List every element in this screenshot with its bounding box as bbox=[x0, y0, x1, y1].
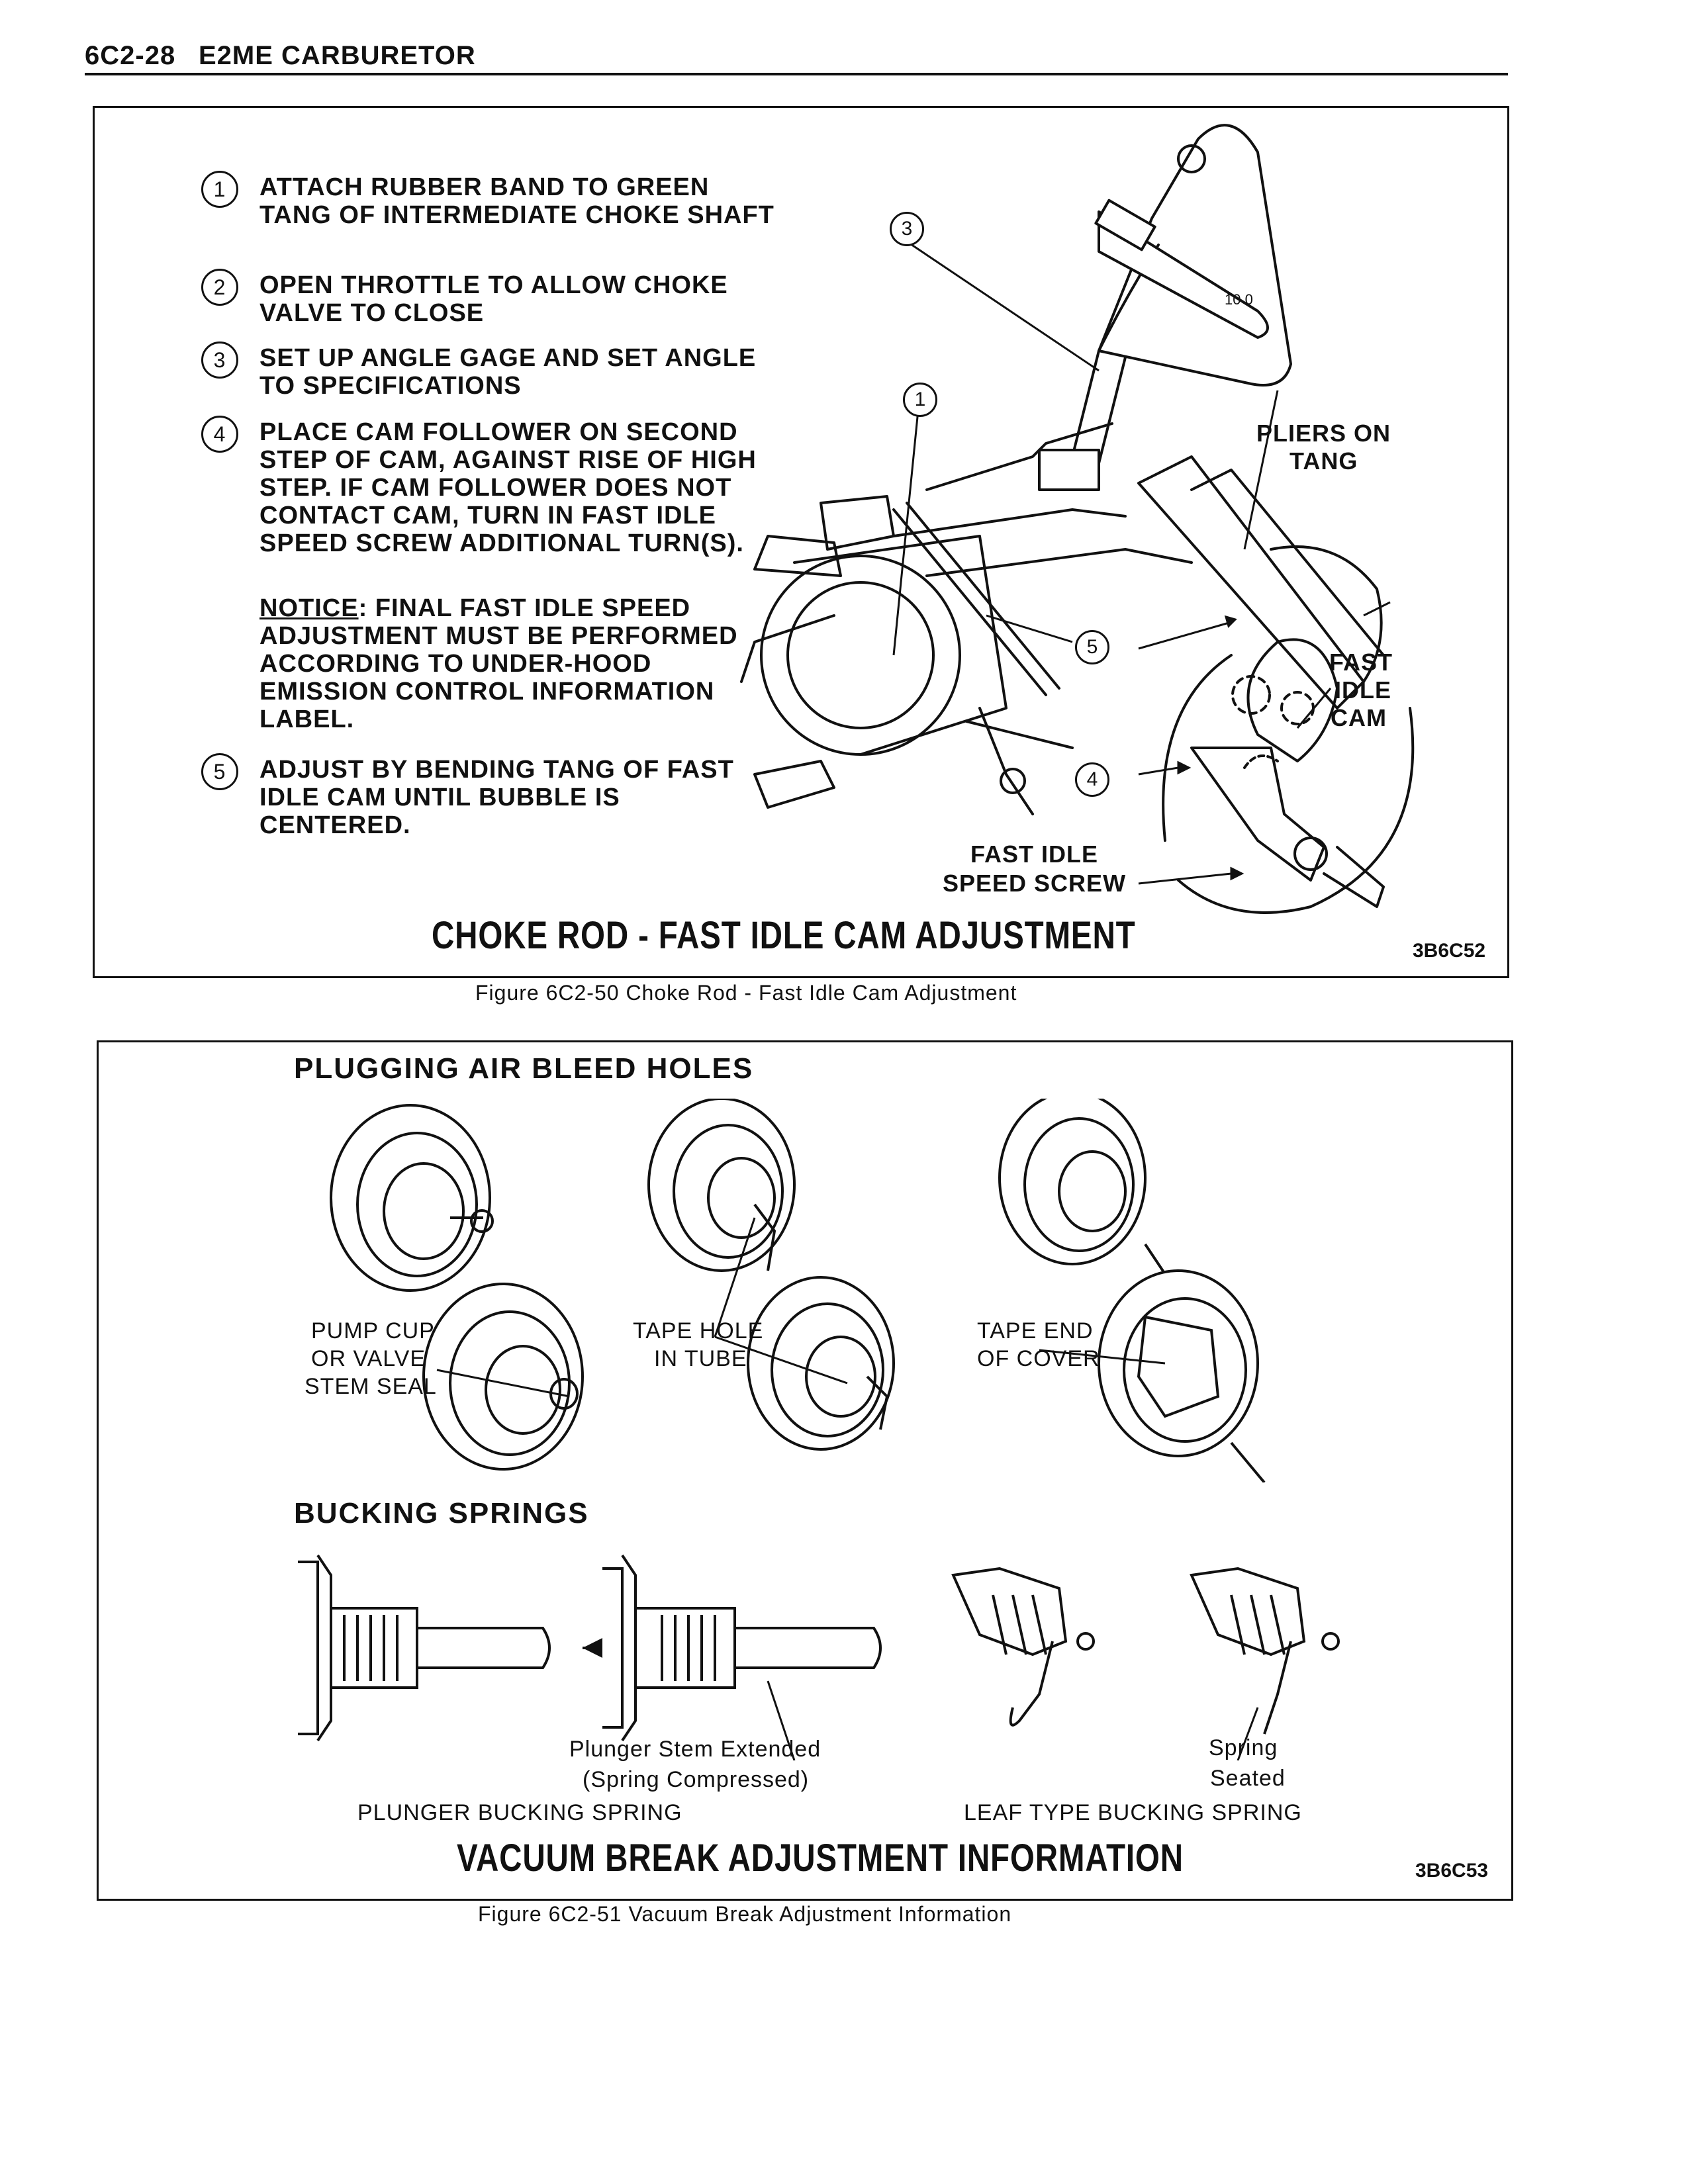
spring-note-1: Spring bbox=[1209, 1735, 1278, 1760]
plunger-note-2: (Spring Compressed) bbox=[583, 1767, 810, 1792]
step-4: 4 PLACE CAM FOLLOWER ON SECOND STEP OF C… bbox=[201, 416, 776, 557]
bucking-spring-illustrations bbox=[298, 1554, 1340, 1760]
figure-50-caption: Figure 6C2-50 Choke Rod - Fast Idle Cam … bbox=[475, 981, 1017, 1005]
step-3: 3 SET UP ANGLE GAGE AND SET ANGLE TO SPE… bbox=[201, 341, 776, 400]
label-fast-idle-cam-2: IDLE bbox=[1335, 676, 1392, 704]
figure-51-code: 3B6C53 bbox=[1415, 1860, 1489, 1882]
gauge-mark: 10 0 bbox=[1225, 291, 1253, 308]
header-rule bbox=[85, 73, 1508, 75]
figure-51-frame bbox=[97, 1040, 1513, 1901]
figure-51-caption: Figure 6C2-51 Vacuum Break Adjustment In… bbox=[478, 1902, 1012, 1926]
step-text: ATTACH RUBBER BAND TO GREEN TANG OF INTE… bbox=[259, 173, 774, 229]
label-screw-2: SPEED SCREW bbox=[943, 870, 1127, 897]
section-bucking-title: BUCKING SPRINGS bbox=[294, 1497, 589, 1529]
label-tape-end-1: TAPE END bbox=[977, 1318, 1094, 1343]
figure-50-frame bbox=[93, 106, 1509, 978]
plunger-bucking-spring-label: PLUNGER BUCKING SPRING bbox=[357, 1800, 682, 1825]
callout-4: 4 bbox=[1075, 762, 1109, 797]
label-pump-cup-3: STEM SEAL bbox=[305, 1374, 437, 1399]
label-fast-idle-cam-3: CAM bbox=[1331, 704, 1387, 731]
page-number: 6C2-28 bbox=[85, 41, 176, 70]
figure-50-title: CHOKE ROD - FAST IDLE CAM ADJUSTMENT bbox=[432, 914, 1136, 957]
plunger-note-1: Plunger Stem Extended bbox=[569, 1737, 821, 1762]
step-number: 3 bbox=[201, 341, 238, 379]
label-pliers-1: PLIERS ON bbox=[1256, 420, 1391, 447]
step-text: OPEN THROTTLE TO ALLOW CHOKE VALVE TO CL… bbox=[259, 271, 728, 327]
callout-3: 3 bbox=[890, 212, 924, 246]
label-tape-hole-2: IN TUBE bbox=[654, 1346, 747, 1371]
step-1: 1 ATTACH RUBBER BAND TO GREEN TANG OF IN… bbox=[201, 171, 776, 229]
steps-list: 1 ATTACH RUBBER BAND TO GREEN TANG OF IN… bbox=[201, 171, 789, 862]
notice-label: NOTICE bbox=[259, 594, 359, 622]
label-screw-1: FAST IDLE bbox=[970, 841, 1099, 868]
label-tape-hole-1: TAPE HOLE bbox=[633, 1318, 764, 1343]
notice: NOTICE: FINAL FAST IDLE SPEED ADJUSTMENT… bbox=[259, 594, 763, 733]
step-number: 5 bbox=[201, 753, 238, 790]
leaf-bucking-spring-label: LEAF TYPE BUCKING SPRING bbox=[964, 1800, 1302, 1825]
choke-mechanism-illustration: 10 0 bbox=[740, 124, 1415, 914]
spring-note-2: Seated bbox=[1210, 1766, 1286, 1791]
label-fast-idle-cam-1: FAST bbox=[1329, 649, 1393, 676]
notice-text: : FINAL FAST IDLE SPEED ADJUSTMENT MUST … bbox=[259, 594, 738, 733]
step-text: PLACE CAM FOLLOWER ON SECOND STEP OF CAM… bbox=[259, 418, 757, 557]
label-pliers-2: TANG bbox=[1289, 447, 1358, 475]
callout-1: 1 bbox=[903, 383, 937, 417]
section-title: E2ME CARBURETOR bbox=[199, 41, 476, 70]
step-text: ADJUST BY BENDING TANG OF FAST IDLE CAM … bbox=[259, 756, 734, 839]
callout-5: 5 bbox=[1075, 630, 1109, 664]
step-number: 2 bbox=[201, 269, 238, 306]
figure-50-code: 3B6C52 bbox=[1413, 940, 1486, 962]
air-bleed-illustrations bbox=[330, 1099, 1266, 1482]
figure-51-title: VACUUM BREAK ADJUSTMENT INFORMATION bbox=[457, 1837, 1184, 1880]
step-2: 2 OPEN THROTTLE TO ALLOW CHOKE VALVE TO … bbox=[201, 269, 776, 327]
section-plugging-title: PLUGGING AIR BLEED HOLES bbox=[294, 1052, 754, 1085]
label-pump-cup-1: PUMP CUP bbox=[311, 1318, 435, 1343]
step-number: 4 bbox=[201, 416, 238, 453]
step-number: 1 bbox=[201, 171, 238, 208]
step-text: SET UP ANGLE GAGE AND SET ANGLE TO SPECI… bbox=[259, 344, 757, 400]
label-tape-end-2: OF COVER bbox=[977, 1346, 1100, 1371]
label-pump-cup-2: OR VALVE bbox=[311, 1346, 426, 1371]
step-5: 5 ADJUST BY BENDING TANG OF FAST IDLE CA… bbox=[201, 753, 763, 839]
